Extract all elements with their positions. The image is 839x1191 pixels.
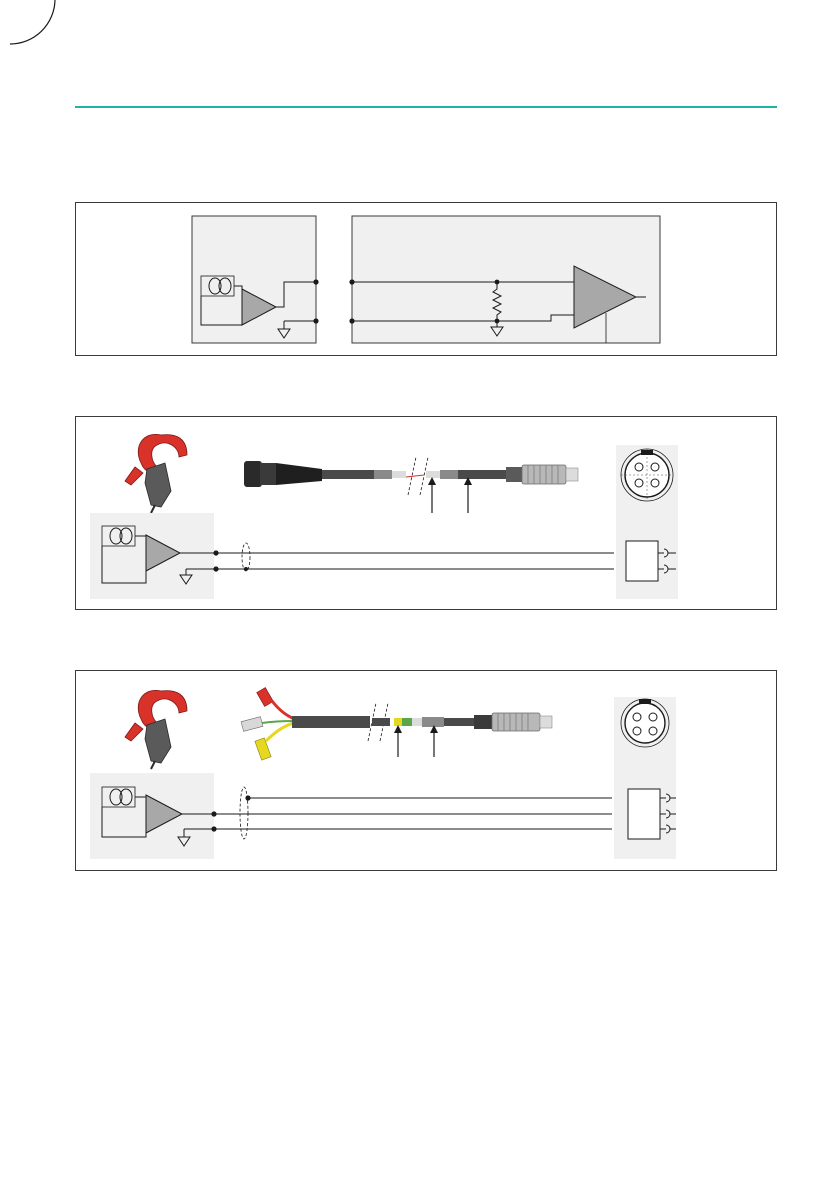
corner-arc-line: [10, 0, 55, 44]
sensor-to-amplifier-circuit-panel: [75, 202, 777, 356]
arrow-up-icon: [394, 725, 402, 757]
sensor-module-box: [192, 216, 316, 343]
circular-connector-4-pin-icon: [621, 449, 673, 501]
sensor-amplifier-schematic: [76, 203, 778, 357]
banana-plug-cable-icon: [241, 688, 552, 761]
page-corner-arc: [0, 0, 839, 60]
header-accent-rule: [75, 106, 777, 108]
bnc-cable-connection-panel: [75, 416, 777, 610]
bnc-cable-icon: [244, 461, 578, 487]
banana-plug-cable-connection-panel: [75, 670, 777, 871]
amplifier-module-box: [352, 216, 660, 343]
banana-cable-schematic: [76, 671, 778, 872]
shield-marker: [240, 787, 248, 839]
arrow-up-icon: [430, 725, 438, 757]
current-clamp-icon: [125, 434, 187, 513]
bnc-cable-schematic: [76, 417, 778, 611]
arrow-up-icon: [464, 477, 472, 513]
circular-connector-4-pin-icon: [621, 699, 669, 747]
current-clamp-icon: [125, 690, 187, 769]
shield-marker: [242, 543, 250, 571]
arrow-up-icon: [428, 477, 436, 513]
